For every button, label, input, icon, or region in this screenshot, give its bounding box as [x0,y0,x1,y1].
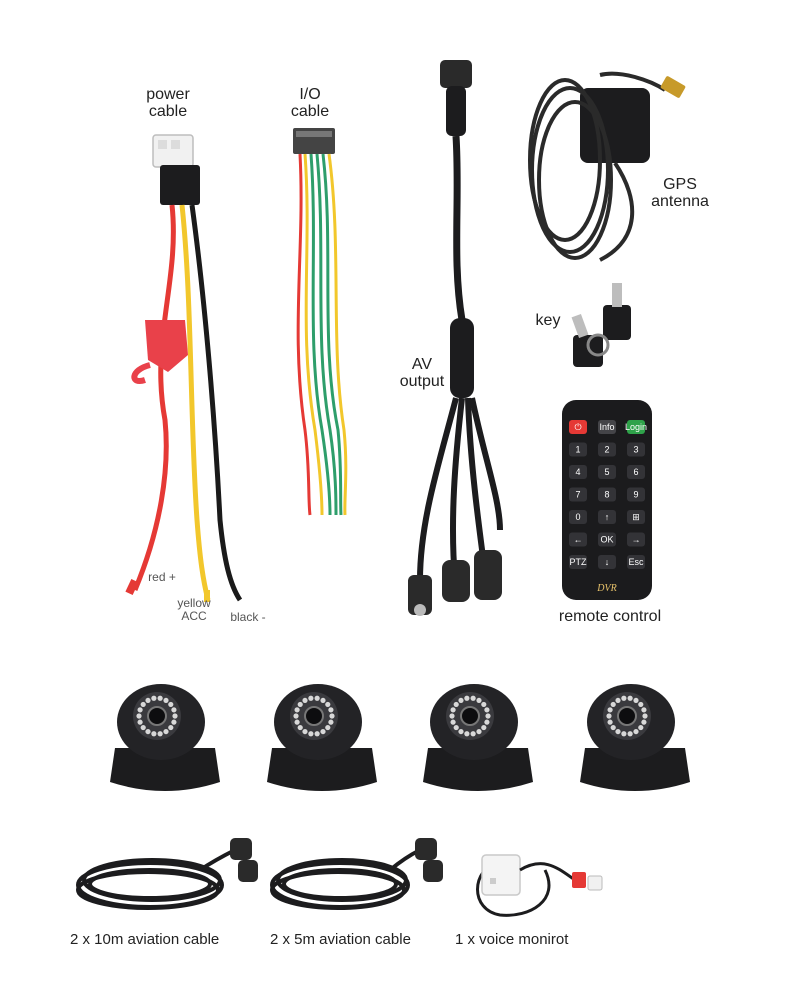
yellow-wire [179,204,211,601]
label-voice-monitor: 1 x voice monirot [455,931,569,948]
remote-key-2-0[interactable] [569,465,587,479]
dome-camera-4 [580,684,690,791]
aviation-plug-b [238,860,258,882]
remote-key-5-0[interactable] [569,532,587,547]
remote-key-6-1[interactable] [598,555,616,569]
sma-connector [660,76,686,98]
av-top-connector [440,60,472,88]
remote-key-2-1[interactable] [598,465,616,479]
grid-icon: ⊞ [632,512,640,522]
remote-key-label: 2 [604,445,609,455]
remote-key-label: 9 [633,490,638,500]
remote-key-label: PTZ [570,557,588,567]
key-head-2 [603,305,631,340]
keys [571,283,631,367]
dome-cameras [110,684,690,791]
io-cable [293,128,348,516]
remote-brand: DVR [596,583,616,594]
arrow-right-icon: → [632,535,641,545]
dome-camera-3 [423,684,533,791]
label-key: key [535,312,561,329]
remote-key-3-1[interactable] [598,487,616,502]
remote-key-label: Login [625,422,647,432]
remote-key-label: 0 [575,512,580,522]
remote-key-4-1[interactable] [598,510,616,524]
remote-key-4-2[interactable] [627,510,645,524]
remote-key-2-2[interactable] [627,465,645,479]
remote-key-0-1[interactable] [598,420,616,434]
label-yellow-wire: yellow ACC [177,596,211,623]
remote-key-label: 3 [633,445,638,455]
red-wire [132,204,176,591]
dome-camera-2 [267,684,377,791]
white-rca-plug [587,875,603,891]
remote-key-label: 7 [575,490,580,500]
arrow-left-icon: ← [574,535,583,545]
remote-key-label: 5 [604,467,609,477]
label-io-cable: I/O cable [290,86,330,120]
remote-key-4-0[interactable] [569,510,587,524]
power-icon: ⏻ [574,422,581,432]
label-remote-control: remote control [558,608,662,625]
remote-buttons: ⏻ Info Login 1 2 3 4 5 6 7 8 9 0 ↑ ⊞ ← OK → PTZ ↓ Esc [569,420,647,569]
power-connector-body [160,165,200,205]
fuse-holder [145,320,188,372]
remote-key-1-2[interactable] [627,442,645,457]
label-aviation-5m: 2 x 5m aviation cable [270,931,411,948]
remote-key-6-2[interactable] [627,555,645,569]
av-splitter [450,318,474,398]
remote-key-0-0[interactable] [569,420,587,434]
aviation-connector-2 [474,550,502,600]
aviation-plug-a [230,838,252,860]
label-black-wire: black - [230,610,266,624]
aviation-cable-10m [76,838,258,910]
gps-antenna [528,71,686,262]
label-red-wire: red + [148,570,176,584]
remote-key-label: 1 [575,445,580,455]
microphone-box [481,854,521,896]
aviation-connector-1 [442,560,470,602]
key-head-1 [573,335,603,367]
remote-key-6-0[interactable] [569,555,587,569]
remote-key-label: 4 [575,467,580,477]
power-connector-plug [152,134,194,168]
arrow-down-icon: ↓ [605,557,610,567]
label-aviation-10m: 2 x 10m aviation cable [70,931,220,948]
black-wire [189,204,243,602]
rca-connector [408,575,432,615]
remote-key-3-0[interactable] [569,487,587,502]
remote-key-3-2[interactable] [627,487,645,502]
remote-key-label: Esc [628,557,644,567]
remote-key-1-0[interactable] [569,442,587,457]
label-power-cable: power cable [146,86,190,120]
power-cable [125,134,243,602]
remote-key-label: Info [599,422,614,432]
voice-monitor [476,854,603,917]
av-output-cable [408,60,503,616]
remote-key-label: OK [600,535,613,545]
arrow-up-icon: ↑ [605,512,610,522]
red-rca-plug [572,872,586,888]
remote-control: ⏻ Info Login 1 2 3 4 5 6 7 8 9 0 ↑ ⊞ ← OK → PTZ ↓ Esc DVR [562,400,652,600]
remote-key-0-2[interactable] [627,420,645,434]
dome-camera-1 [110,684,220,791]
remote-key-label: 8 [604,490,609,500]
label-gps-antenna: GPS antenna [651,176,709,210]
label-av-output: AV output [399,356,445,390]
remote-key-5-1[interactable] [598,532,616,547]
remote-key-1-1[interactable] [598,442,616,457]
aviation-cable-5m [270,838,443,910]
remote-key-5-2[interactable] [627,532,645,547]
remote-key-label: 6 [633,467,638,477]
